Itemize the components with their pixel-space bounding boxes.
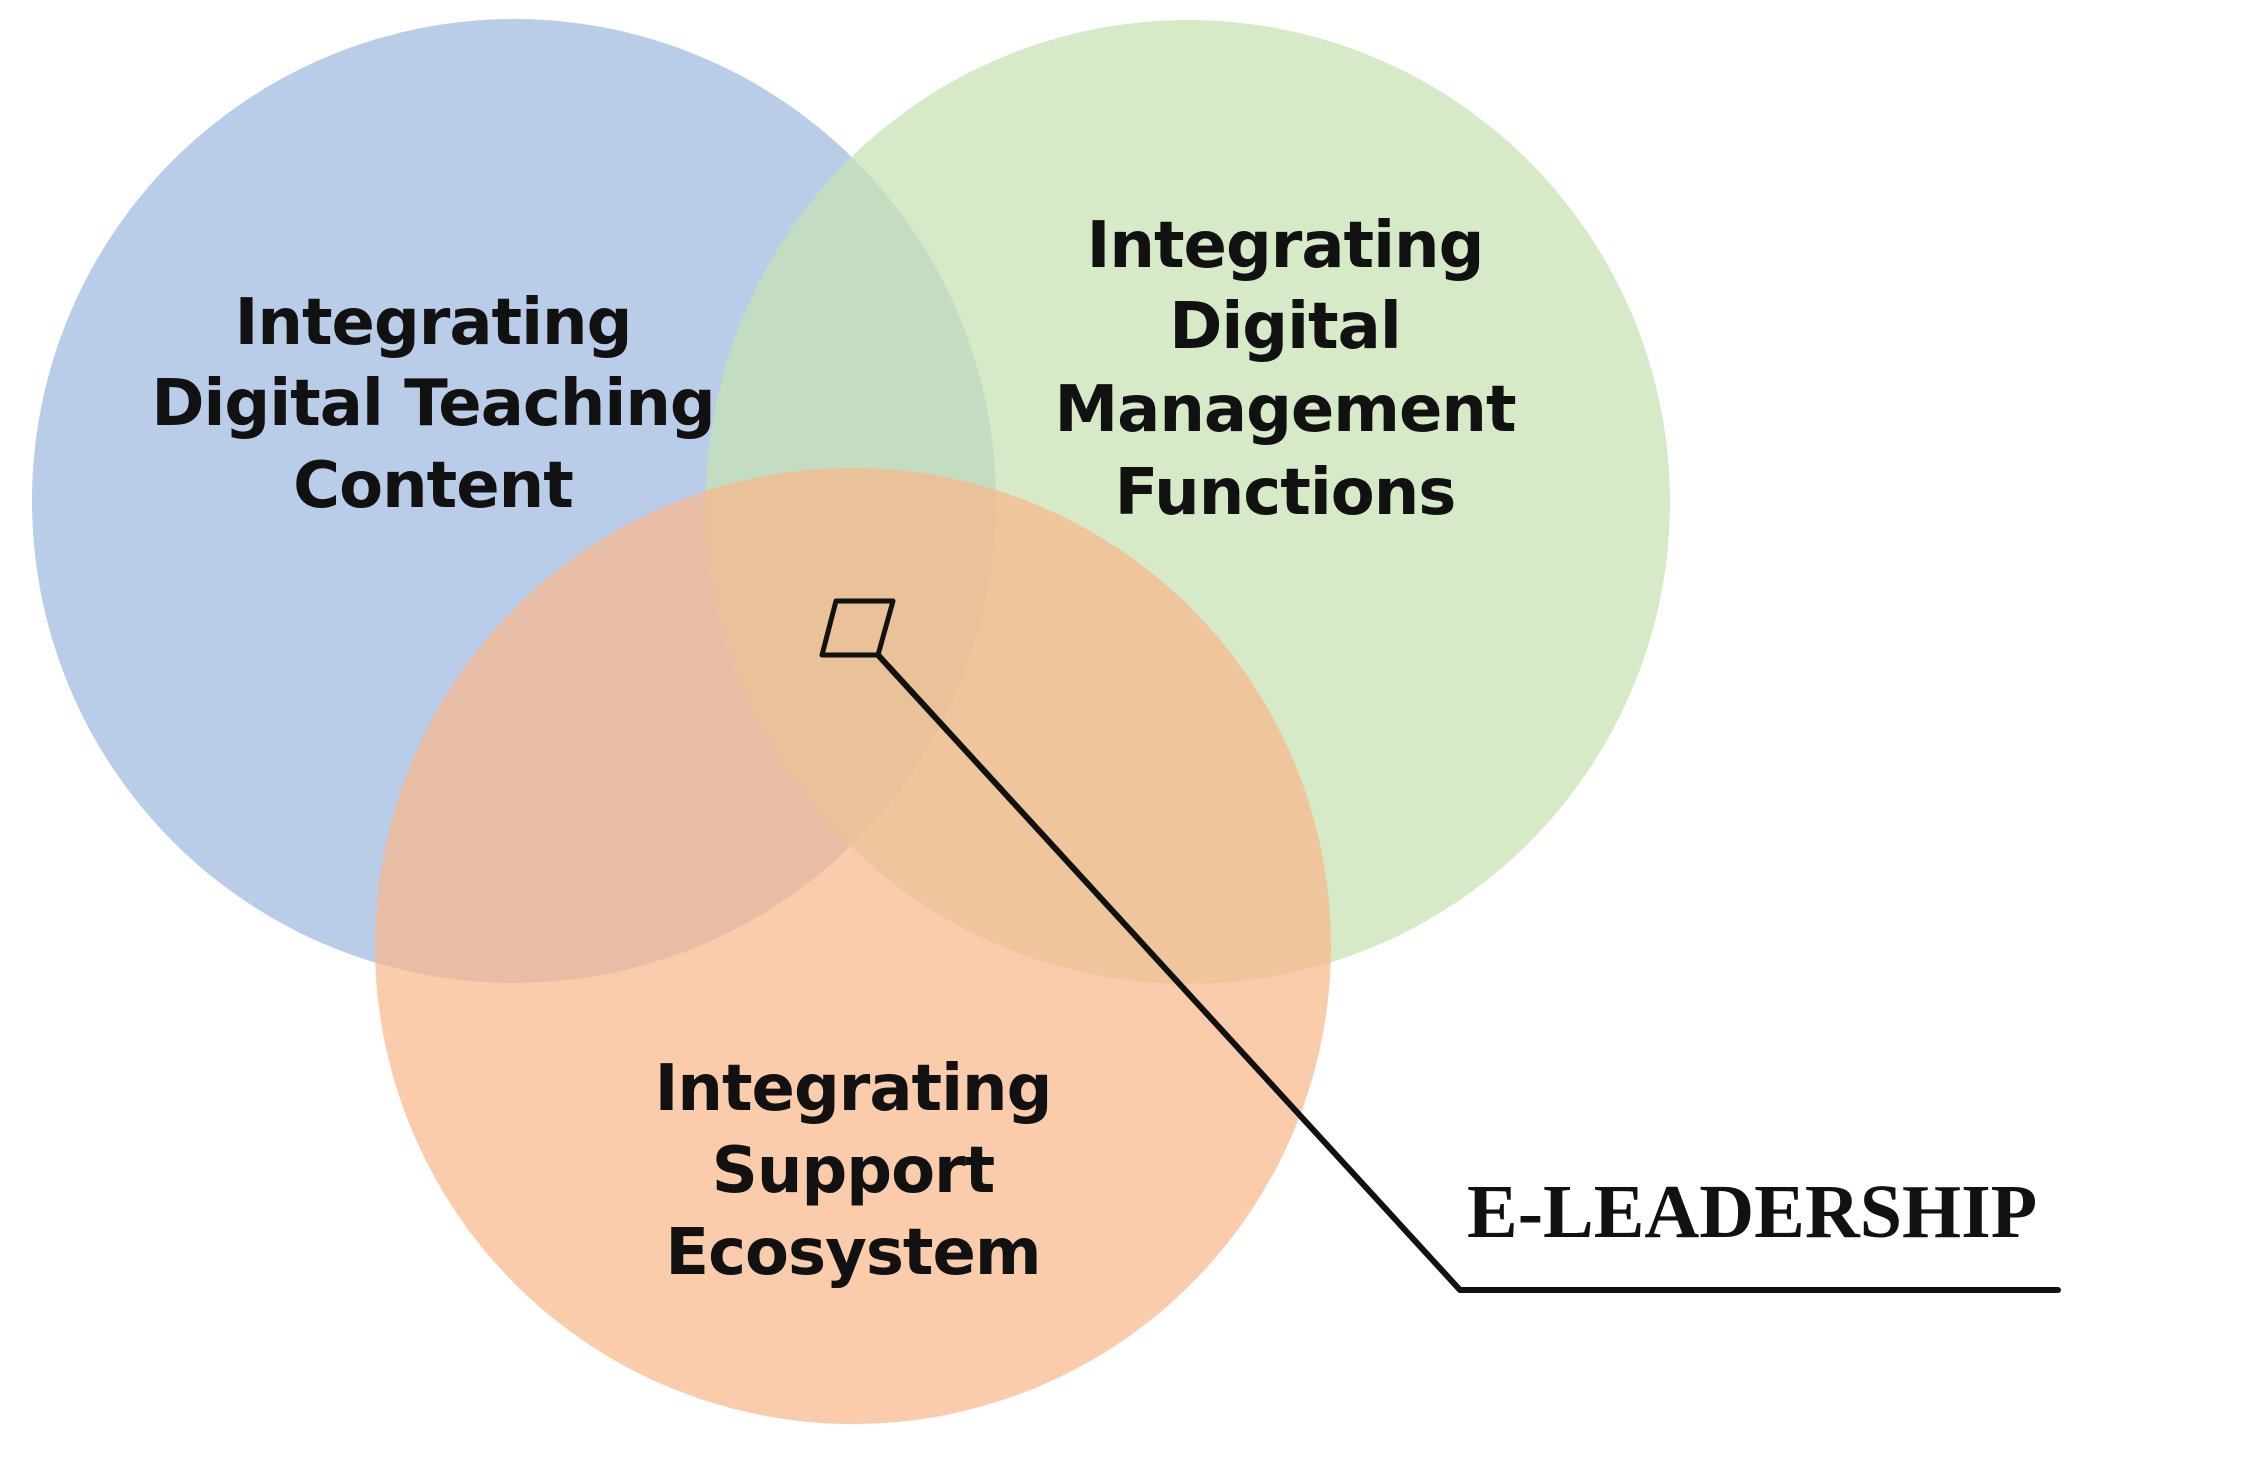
label-management-line-1: Integrating: [1087, 209, 1484, 283]
label-support-line-2: Support: [712, 1134, 995, 1208]
label-teaching-line-1: Integrating: [235, 286, 632, 360]
label-support-line-3: Ecosystem: [665, 1216, 1040, 1290]
label-teaching-line-2: Digital Teaching: [151, 367, 714, 441]
label-digital-management-functions: Integrating Digital Management Functions: [1054, 209, 1517, 530]
label-digital-teaching-content: Integrating Digital Teaching Content: [151, 286, 715, 523]
circle-support-ecosystem: [375, 468, 1331, 1424]
label-support-line-1: Integrating: [655, 1052, 1052, 1126]
label-support-ecosystem: Integrating Support Ecosystem: [655, 1052, 1053, 1290]
callout-leader-line: [875, 652, 2061, 1293]
callout-e-leadership: E-LEADERSHIP: [1467, 1170, 2037, 1254]
label-management-line-2: Digital: [1169, 290, 1401, 364]
label-management-line-4: Functions: [1115, 456, 1456, 530]
label-management-line-3: Management: [1054, 373, 1516, 447]
label-teaching-line-3: Content: [293, 449, 573, 523]
